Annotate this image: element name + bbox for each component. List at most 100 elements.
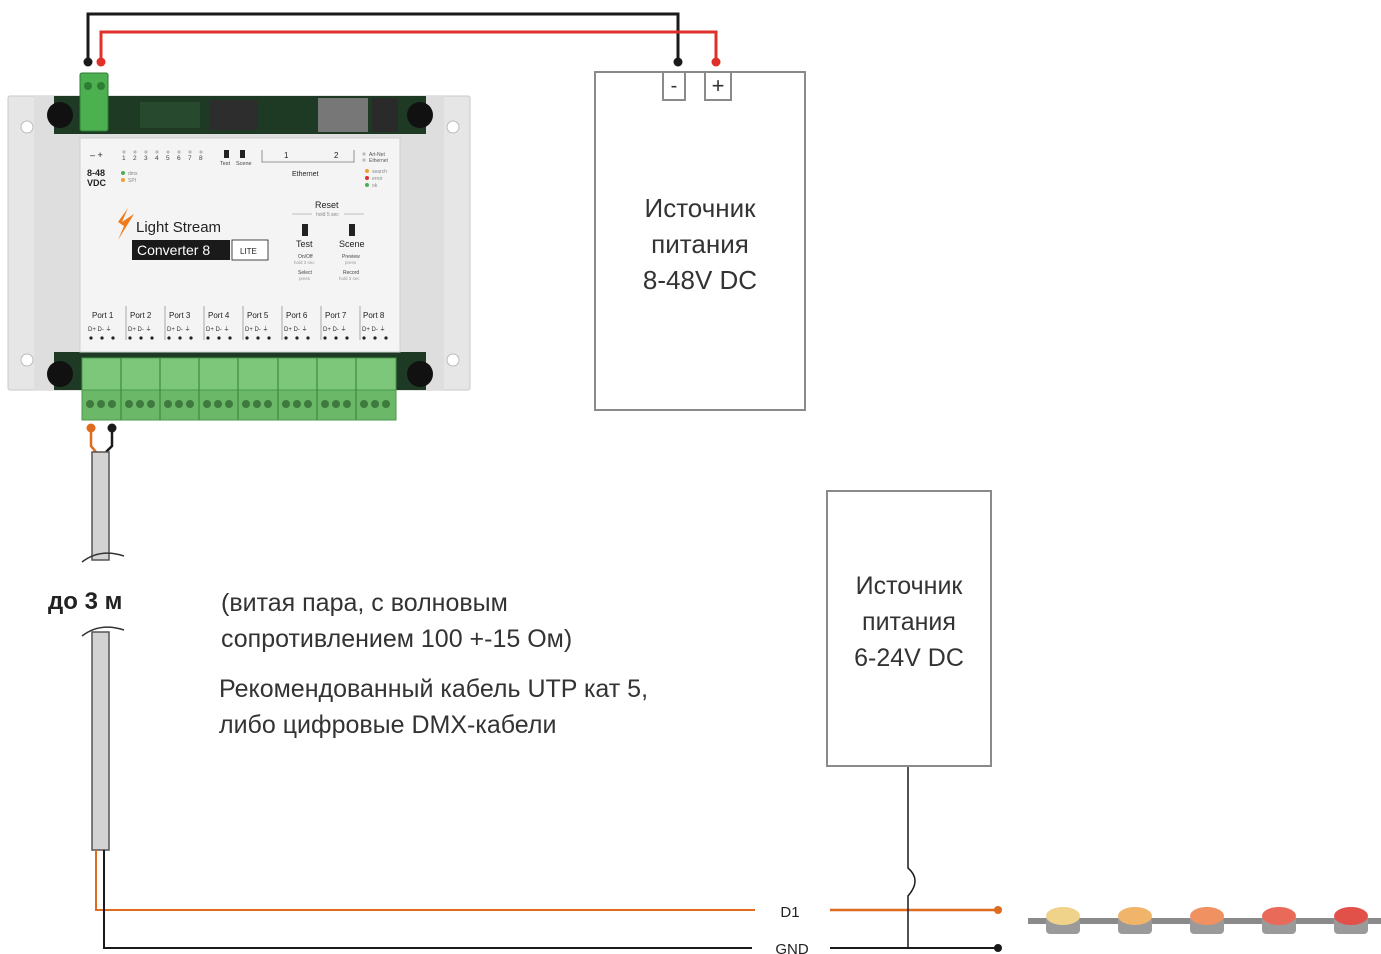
ethernet-port-1: 1 (284, 151, 289, 160)
ethernet-port-2: 2 (334, 151, 339, 160)
power-supply-6-24v: Источник питания 6-24V DC (826, 490, 992, 767)
svg-text:D+ D- ⏚: D+ D- ⏚ (323, 326, 347, 333)
psu2-title-line1: Источник (855, 572, 963, 600)
mounting-hole (446, 353, 460, 367)
mounting-hole (446, 120, 460, 134)
psu-plus-terminal: + (704, 73, 732, 101)
test-small-label: Test (220, 161, 231, 167)
orange-cable-wire-top (89, 428, 97, 453)
mounting-hole (20, 353, 34, 367)
psu1-title-line2: питания (651, 229, 749, 259)
d1-label: D1 (780, 904, 799, 921)
svg-text:D+ D- ⏚: D+ D- ⏚ (128, 326, 152, 333)
wire-end-dot (96, 57, 106, 67)
port-labels: Port 1 Port 2 Port 3 Port 4 Port 5 Port … (92, 311, 385, 320)
svg-text:Preview: Preview (342, 254, 360, 260)
svg-text:D+ D- ⏚: D+ D- ⏚ (362, 326, 386, 333)
d1-wire (95, 850, 755, 911)
svg-text:5: 5 (166, 155, 170, 162)
svg-text:7: 7 (188, 155, 192, 162)
svg-text:D+ D- ⏚: D+ D- ⏚ (88, 326, 112, 333)
artnet-ethernet-label: Ethernet (369, 158, 389, 164)
gnd-wire (103, 850, 752, 949)
led-pixel-strip (1028, 907, 1381, 934)
ethernet-label: Ethernet (292, 171, 319, 178)
wire-end-dot (83, 57, 93, 67)
test-button-small[interactable] (224, 150, 229, 158)
scene-small-label: Scene (236, 161, 252, 167)
svg-text:Record: Record (343, 270, 359, 276)
svg-text:D+ D- ⏚: D+ D- ⏚ (284, 326, 308, 333)
cable-jacket-upper (91, 451, 110, 561)
cable-jacket-lower (91, 631, 110, 851)
model-edition: LITE (240, 247, 257, 256)
cable-note-line2: сопротивлением 100 +-15 Ом) (221, 625, 573, 653)
cable-length-label: до 3 м (48, 588, 123, 615)
scene-button[interactable] (349, 224, 355, 236)
wire-end-dot (711, 57, 721, 67)
psu-minus-terminal: - (662, 73, 686, 101)
led-pixel (1190, 907, 1224, 934)
brand-logo-icon (118, 208, 134, 240)
svg-text:2: 2 (133, 155, 137, 162)
status-error-label: error (372, 176, 383, 182)
wire-end-dot (673, 57, 683, 67)
model-name: Converter 8 (137, 242, 210, 258)
wire-end-dot (994, 906, 1002, 914)
svg-text:8: 8 (199, 155, 203, 162)
led-indicator-row: 1 2 3 4 5 6 7 8 (122, 155, 203, 162)
svg-text:press: press (299, 276, 311, 281)
psu2-ground-wire (907, 766, 916, 948)
psu2-title-line2: питания (862, 608, 956, 636)
port-label: Port 6 (286, 311, 308, 320)
svg-text:hold 3 sec: hold 3 sec (339, 276, 360, 281)
port-label: Port 3 (169, 311, 191, 320)
svg-text:D+ D- ⏚: D+ D- ⏚ (167, 326, 191, 333)
red-power-wire (99, 30, 718, 62)
svg-text:press: press (345, 260, 357, 265)
port-label: Port 8 (363, 311, 385, 320)
svg-text:1: 1 (122, 155, 126, 162)
brand-name: Light Stream (136, 219, 221, 236)
scene-button-label: Scene (339, 239, 365, 249)
port-label: Port 2 (130, 311, 152, 320)
led-spi-label: SPI (128, 178, 136, 184)
led-dmx-label: dmx (128, 171, 138, 177)
wire-end-dot (994, 944, 1002, 952)
port-label: Port 4 (208, 311, 230, 320)
reset-hint: hold 5 sec (316, 212, 339, 218)
psu2-voltage: 6-24V DC (854, 644, 964, 672)
cable-break-mark (81, 626, 125, 637)
mounting-hole (20, 120, 34, 134)
power-terminal-block (79, 72, 109, 132)
led-pixel (1118, 907, 1152, 934)
reset-label: Reset (315, 200, 339, 210)
port-label: Port 7 (325, 311, 347, 320)
svg-text:– +: – + (90, 150, 103, 160)
svg-text:hold 3 sec: hold 3 sec (294, 260, 315, 265)
power-supply-8-48v: - + Источник питания 8-48V DC (594, 71, 806, 411)
svg-text:D+ D- ⏚: D+ D- ⏚ (206, 326, 230, 333)
black-power-wire (86, 12, 680, 62)
psu1-voltage: 8-48V DC (642, 265, 758, 295)
led-pixel (1046, 907, 1080, 934)
port-label: Port 1 (92, 311, 114, 320)
scene-button-small[interactable] (240, 150, 245, 158)
converter-device: – + 8-48 VDC 1 2 3 4 5 6 7 8 dmx SPI Tes… (7, 72, 471, 421)
svg-text:4: 4 (155, 155, 159, 162)
output-terminal-blocks (81, 357, 397, 421)
port-label: Port 5 (247, 311, 269, 320)
status-ok-label: ok (372, 183, 378, 189)
voltage-label: 8-48 (87, 168, 105, 178)
test-button-label: Test (296, 239, 313, 249)
svg-text:Select: Select (298, 270, 313, 276)
status-search-label: search (372, 169, 387, 175)
led-pixel (1334, 907, 1368, 934)
cable-note-line1: (витая пара, с волновым (221, 589, 508, 617)
cable-recommendation-line2: либо цифровые DMX-кабели (219, 711, 557, 739)
cable-break-mark (81, 552, 125, 563)
svg-text:On/Off: On/Off (298, 254, 313, 260)
psu1-title-line1: Источник (644, 193, 756, 223)
test-button[interactable] (302, 224, 308, 236)
